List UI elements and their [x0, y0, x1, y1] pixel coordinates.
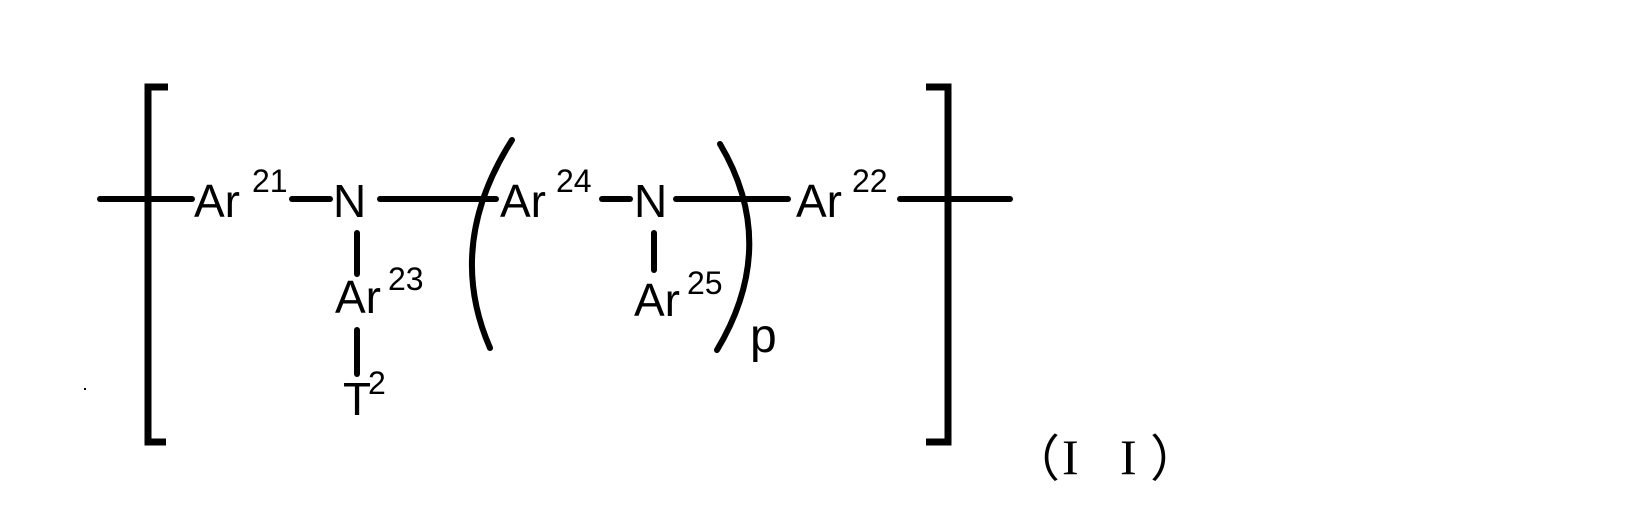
- atom-ar21-superscript: 21: [252, 163, 288, 199]
- formula-id-close-paren: ）: [1150, 431, 1200, 487]
- formula-id-roman-1: I: [1062, 429, 1079, 485]
- atom-ar21: Ar: [194, 175, 240, 227]
- atom-t2-superscript: 2: [368, 365, 386, 401]
- atom-n1: N: [333, 175, 366, 227]
- atom-ar22: Ar: [796, 175, 842, 227]
- scan-artifact-dot: [84, 388, 86, 390]
- atom-ar22-superscript: 22: [852, 163, 888, 199]
- left-parenthesis: [469, 137, 515, 351]
- atom-t2: T: [343, 373, 371, 425]
- formula-id-open-paren: （: [1010, 431, 1060, 487]
- left-square-bracket: [144, 83, 168, 446]
- atom-ar23-superscript: 23: [388, 261, 424, 297]
- atom-ar25: Ar: [634, 274, 680, 326]
- atom-ar24: Ar: [500, 175, 546, 227]
- atom-ar25-superscript: 25: [687, 265, 723, 301]
- atom-ar24-superscript: 24: [556, 163, 592, 199]
- repeat-subscript-p: p: [750, 310, 777, 363]
- atom-n2: N: [634, 175, 667, 227]
- atom-ar23: Ar: [335, 271, 381, 323]
- right-parenthesis: [714, 141, 753, 353]
- formula-id-roman-2: I: [1120, 429, 1137, 485]
- right-square-bracket: [926, 83, 952, 446]
